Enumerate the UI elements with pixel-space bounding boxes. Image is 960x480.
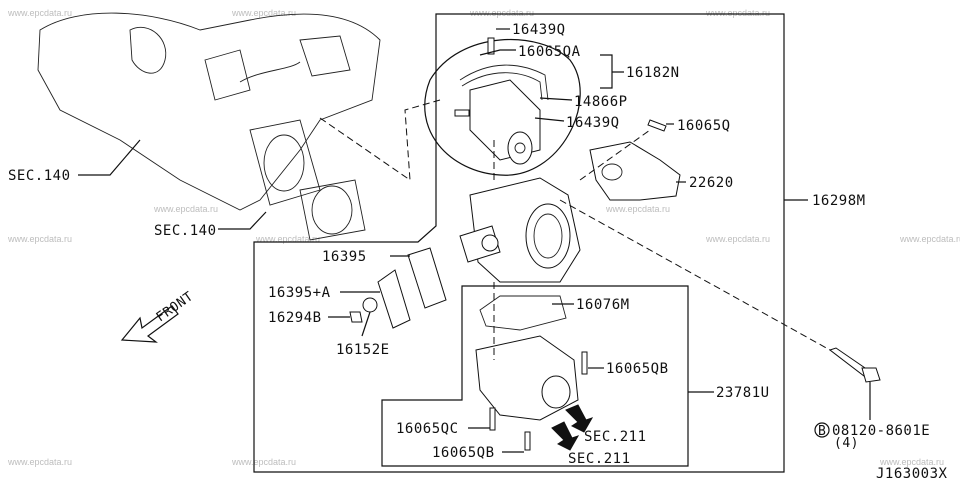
section-label-sec140[interactable]: SEC.140 <box>154 223 217 239</box>
watermark: www.epcdata.ru <box>153 204 218 214</box>
sensor-port <box>601 163 623 181</box>
part-label-16076M[interactable]: 16076M <box>576 297 630 313</box>
throttle-drum-16395 <box>407 247 447 309</box>
part-label-22620[interactable]: 22620 <box>689 175 734 191</box>
part-label-16439Q[interactable]: 16439Q <box>512 22 566 38</box>
nut-16294B <box>349 311 363 323</box>
watermark: www.epcdata.ru <box>899 234 960 244</box>
watermark: www.epcdata.ru <box>469 8 534 18</box>
part-label-16182N[interactable]: 16182N <box>626 65 680 81</box>
arrow-sec211-a <box>565 404 594 433</box>
part-label-16065QB[interactable]: 16065QB <box>606 361 669 377</box>
alignment-line <box>579 129 651 181</box>
part-label-16294B[interactable]: 16294B <box>268 310 322 326</box>
watermark: www.epcdata.ru <box>231 457 296 467</box>
front-arrow-icon <box>120 305 179 343</box>
leader-lines <box>78 28 871 453</box>
alignment-line <box>559 199 831 351</box>
watermarks: www.epcdata.ru www.epcdata.ru www.epcdat… <box>7 8 960 467</box>
part-label-16298M[interactable]: 16298M <box>812 193 866 209</box>
diagram-id: J163003X <box>876 466 948 480</box>
front-label: FRONT <box>154 289 197 325</box>
part-label-16152E[interactable]: 16152E <box>336 342 390 358</box>
part-label-16065Q[interactable]: 16065Q <box>677 118 731 134</box>
part-label-16065QB[interactable]: 16065QB <box>432 445 495 461</box>
watermark: www.epcdata.ru <box>231 8 296 18</box>
section-label-sec211[interactable]: SEC.211 <box>584 429 647 445</box>
watermark: www.epcdata.ru <box>705 234 770 244</box>
part-label-16065QC[interactable]: 16065QC <box>396 421 459 437</box>
watermark: www.epcdata.ru <box>605 204 670 214</box>
part-label-16395A[interactable]: 16395+A <box>268 285 331 301</box>
watermark: www.epcdata.ru <box>879 457 944 467</box>
watermark: www.epcdata.ru <box>7 234 72 244</box>
highlight-circle <box>424 38 581 176</box>
throttle-chamber <box>475 335 594 451</box>
watermark: www.epcdata.ru <box>7 8 72 18</box>
part-label-16395[interactable]: 16395 <box>322 249 367 265</box>
bolt-quantity: (4) <box>834 436 859 451</box>
gasket-16076M <box>479 295 567 331</box>
watermark: www.epcdata.ru <box>705 8 770 18</box>
part-label-16065QA[interactable]: 16065QA <box>518 44 581 60</box>
intake-manifold <box>37 12 381 241</box>
throttle-position-sensor <box>589 141 681 201</box>
throttle-body <box>459 177 581 283</box>
section-label-sec140[interactable]: SEC.140 <box>8 168 71 184</box>
front-direction-indicator: FRONT <box>120 289 197 343</box>
assembly-box-23781U <box>381 285 689 467</box>
bolt-symbol-circle <box>814 422 830 438</box>
part-label-08120-8601E[interactable]: 08120-8601E <box>832 423 930 439</box>
part-label-16439Q[interactable]: 16439Q <box>566 115 620 131</box>
watermark: www.epcdata.ru <box>7 457 72 467</box>
alignment-line <box>319 99 441 182</box>
arrow-sec211-b <box>551 421 580 451</box>
washer-16152E <box>362 297 378 313</box>
bolt-symbol-letter: B <box>818 424 826 439</box>
section-label-sec211[interactable]: SEC.211 <box>568 451 631 467</box>
part-label-14866P[interactable]: 14866P <box>574 94 628 110</box>
screw-16065Q <box>647 119 667 132</box>
assembly-box-16298M <box>253 13 785 473</box>
throttle-drum-16395A <box>377 269 411 329</box>
bolt-08120-8601E <box>828 347 881 383</box>
watermark: www.epcdata.ru <box>255 234 320 244</box>
part-label-23781U[interactable]: 23781U <box>716 385 770 401</box>
idle-air-control-valve <box>424 37 581 176</box>
